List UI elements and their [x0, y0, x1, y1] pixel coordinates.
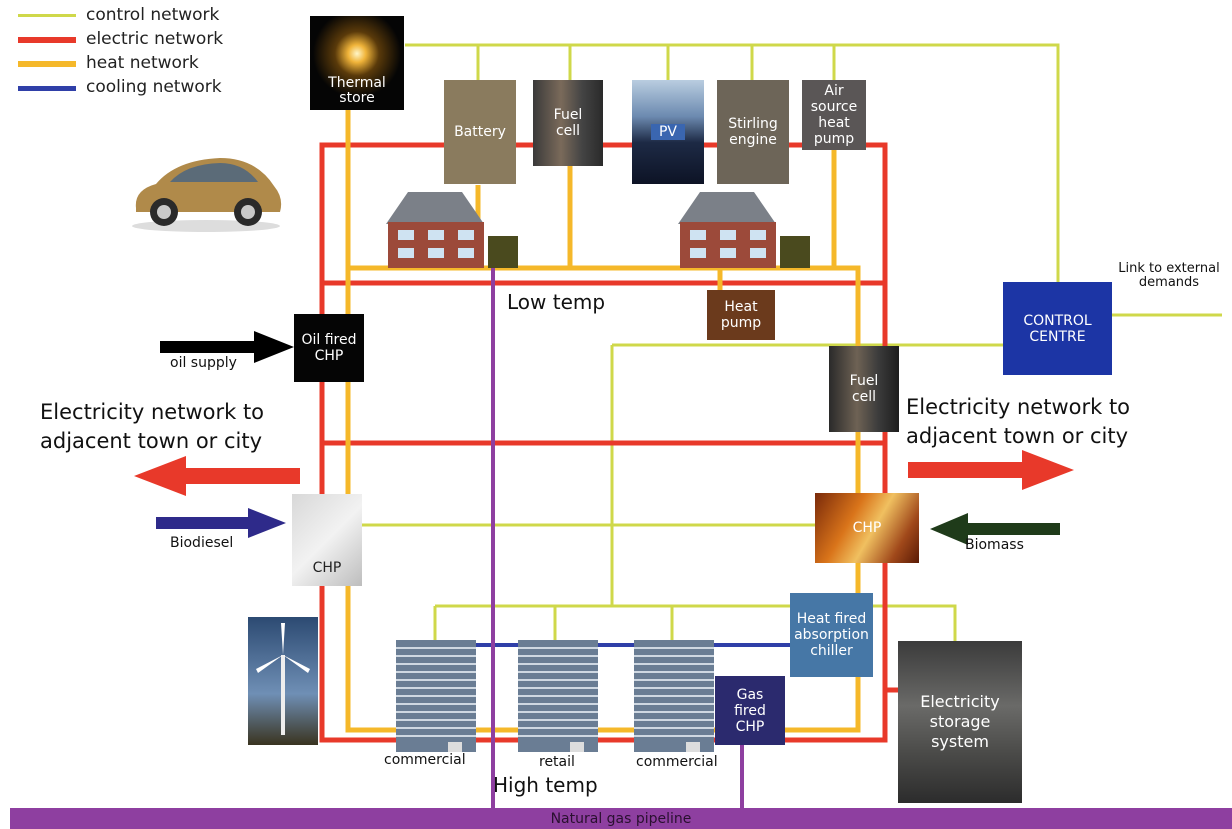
control-centre-label: CONTROL CENTRE	[1023, 312, 1092, 345]
fuel-cell-right-label: Fuel cell	[849, 373, 879, 405]
oil-supply-arrow-icon	[160, 331, 294, 363]
fuel-cell-top-box: Fuel cell	[533, 80, 603, 166]
thermal-store-box: Thermal store	[310, 16, 404, 110]
biodiesel-chp-box: CHP	[292, 494, 362, 586]
battery-label: Battery	[454, 124, 506, 140]
legend-electric-label: electric network	[86, 29, 224, 49]
wind-turbine-icon	[248, 617, 318, 745]
electricity-storage-label: Electricity storage system	[920, 692, 1000, 751]
building-2-label: retail	[539, 754, 575, 770]
pv-label: PV	[650, 124, 686, 140]
biomass-label: Biomass	[965, 537, 1024, 553]
building-1-label: commercial	[384, 752, 466, 768]
low-temp-label: Low temp	[507, 290, 606, 314]
link-external-label: Link to external demands	[1118, 261, 1220, 290]
oil-supply-label: oil supply	[170, 355, 237, 371]
fuel-cell-right-box: Fuel cell	[829, 346, 899, 432]
pv-box: PV	[632, 80, 704, 184]
fuel-cell-top-label: Fuel cell	[553, 107, 583, 139]
gas-branch-lines	[491, 268, 744, 808]
electricity-left-arrow-icon	[134, 456, 300, 496]
control-line-drops	[476, 45, 836, 80]
legend-cooling-swatch	[18, 86, 76, 91]
building-3-label: commercial	[636, 754, 718, 770]
biomass-arrow-icon	[930, 513, 1060, 545]
control-network-lines	[362, 43, 1222, 642]
biodiesel-arrow-icon	[156, 508, 286, 538]
gas-pipeline-label: Natural gas pipeline	[550, 810, 692, 827]
absorption-chiller-label: Heat fired absorption chiller	[794, 611, 869, 659]
control-line-buildings	[435, 604, 957, 642]
commercial-building-2-icon	[634, 640, 714, 752]
absorption-chiller-box: Heat fired absorption chiller	[790, 593, 873, 677]
house-right-icon	[678, 192, 810, 268]
heat-pump-box: Heat pump	[707, 290, 775, 340]
legend-heat-swatch	[18, 61, 76, 67]
heat-pump-label: Heat pump	[720, 299, 762, 331]
legend-heat-label: heat network	[86, 53, 199, 73]
oil-fired-chp-label: Oil fired CHP	[301, 332, 357, 364]
natural-gas-pipeline-bar: Natural gas pipeline	[10, 808, 1232, 829]
control-line-top	[405, 43, 1060, 282]
legend-electric-swatch	[18, 37, 76, 43]
commercial-building-1-icon	[396, 640, 476, 752]
legend-cooling-label: cooling network	[86, 77, 222, 97]
stirling-engine-label: Stirling engine	[728, 116, 778, 148]
stirling-engine-box: Stirling engine	[717, 80, 789, 184]
air-source-heat-pump-label: Air source heat pump	[810, 83, 858, 147]
electricity-network-left-label: Electricity network to adjacent town or …	[40, 400, 265, 453]
battery-box: Battery	[444, 80, 516, 184]
biodiesel-chp-label: CHP	[312, 560, 342, 576]
high-temp-label: High temp	[493, 773, 598, 797]
biodiesel-label: Biodiesel	[170, 535, 234, 551]
legend-control-swatch	[18, 14, 76, 17]
electricity-right-arrow-icon	[908, 450, 1074, 490]
electricity-network-right-label: Electricity network to adjacent town or …	[906, 395, 1131, 448]
control-line-building-drops	[433, 606, 674, 640]
retail-building-icon	[518, 640, 598, 752]
gas-fired-chp-label: Gas fired CHP	[734, 686, 766, 735]
electric-car-icon	[132, 158, 282, 232]
air-source-heat-pump-box: Air source heat pump	[802, 80, 866, 150]
control-centre-box: CONTROL CENTRE	[1003, 282, 1112, 375]
electricity-storage-box: Electricity storage system	[898, 641, 1022, 803]
house-left-icon	[386, 192, 518, 268]
gas-fired-chp-box: Gas fired CHP	[715, 676, 785, 745]
biomass-chp-label: CHP	[852, 520, 882, 536]
legend-control-label: control network	[86, 5, 220, 25]
biomass-chp-box: CHP	[815, 493, 919, 563]
oil-fired-chp-box: Oil fired CHP	[294, 314, 364, 382]
thermal-store-label: Thermal store	[328, 75, 386, 106]
